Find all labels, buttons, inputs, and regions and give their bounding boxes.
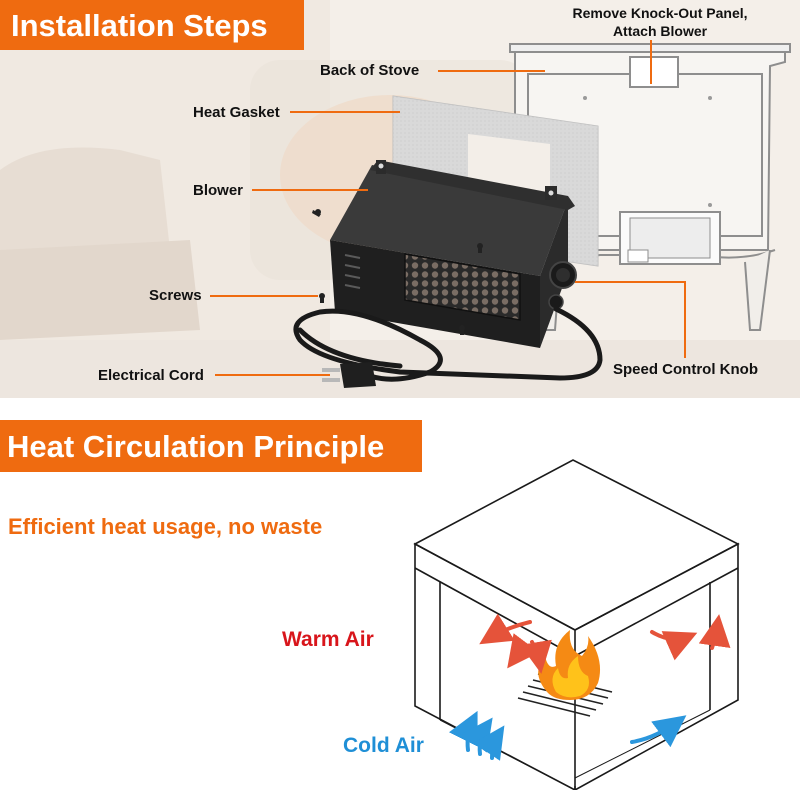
cord-shape: [293, 306, 603, 382]
back-of-stove-label: Back of Stove: [320, 62, 420, 79]
heat-gasket-label: Heat Gasket: [193, 104, 280, 121]
screws-label: Screws: [149, 287, 202, 304]
warm-air-arrows: [479, 613, 731, 674]
electrical-cord-label: Electrical Cord: [98, 367, 204, 384]
warm-air-label: Warm Air: [282, 628, 374, 651]
efficiency-subtitle: Efficient heat usage, no waste: [8, 514, 323, 539]
heat-circulation-banner: Heat Circulation Principle: [0, 420, 422, 472]
speed-control-knob-label: Speed Control Knob: [613, 361, 758, 378]
heat-circulation-title: Heat Circulation Principle: [7, 429, 385, 464]
installation-steps-title: Installation Steps: [11, 8, 268, 43]
installation-section: Installation Steps Remove Knock-Out Pane…: [0, 0, 800, 398]
blower-box: [330, 160, 577, 348]
leader-lines: [210, 40, 686, 376]
remove-panel-callout: Remove Knock-Out Panel, Attach Blower: [540, 4, 780, 40]
installation-steps-banner: Installation Steps: [0, 0, 304, 50]
heat-circulation-diagram: [413, 459, 740, 790]
cold-air-arrows: [448, 710, 687, 761]
installation-illustration: [0, 40, 791, 388]
stove-box-outline: [413, 459, 740, 790]
cold-air-label: Cold Air: [343, 734, 424, 757]
heat-circulation-section: Heat Circulation Principle Efficient hea…: [0, 398, 800, 790]
plug-shape: [322, 362, 376, 388]
remove-panel-line1: Remove Knock-Out Panel,: [572, 5, 748, 21]
screws-shape: [312, 209, 483, 335]
fire-icon: [538, 630, 601, 700]
blower-label: Blower: [193, 182, 244, 199]
remove-panel-line2: Attach Blower: [612, 23, 708, 39]
